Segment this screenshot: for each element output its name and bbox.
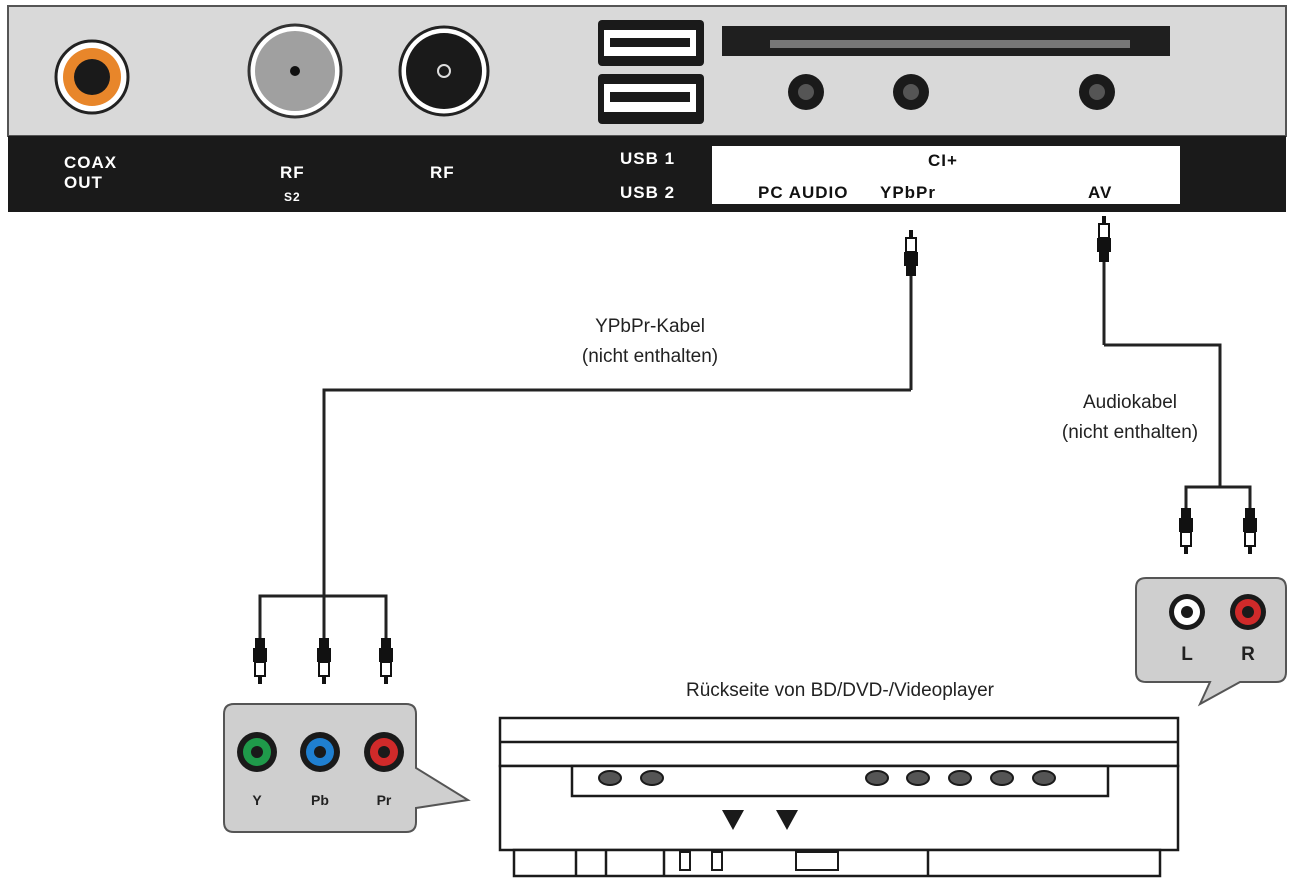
- audio-jack-label-l: L: [1181, 644, 1193, 665]
- rf-s2-label: RF: [280, 163, 305, 182]
- ci-label: CI+: [928, 151, 958, 170]
- rf-s2-jack: [247, 23, 343, 119]
- component-plug-pb: [316, 637, 332, 685]
- component-jack-label-pb: Pb: [311, 792, 329, 808]
- audio-plug-l: [1178, 507, 1194, 555]
- ypbpr-cable-caption: YPbPr-Kabel (nicht enthalten): [540, 312, 760, 372]
- ci-label-box: [712, 146, 1180, 204]
- usb2-port: [598, 74, 704, 124]
- ypbpr-jack: [893, 74, 929, 110]
- ypbpr-cable: [258, 276, 913, 640]
- rf-jack: [398, 25, 490, 117]
- rf-s2-sublabel: S2: [284, 190, 301, 204]
- ypbpr-cable-caption-line2: (nicht enthalten): [581, 346, 719, 367]
- ypbpr-label: YPbPr: [880, 183, 937, 202]
- player-arrows: [722, 810, 798, 830]
- audio-cable-caption-line2: (nicht enthalten): [1061, 422, 1199, 443]
- audio-cable-plug-top: [1096, 215, 1112, 263]
- ypbpr-cable-caption-line1: YPbPr-Kabel: [595, 316, 705, 337]
- coax-label-line1: COAX: [64, 153, 118, 172]
- component-plug-pr: [378, 637, 394, 685]
- component-jack-y: [237, 732, 277, 772]
- audio-jack-l: [1169, 594, 1205, 630]
- component-jack-label-pr: Pr: [376, 792, 392, 808]
- audio-jack-label-r: R: [1241, 644, 1255, 665]
- usb2-label: USB 2: [620, 183, 676, 202]
- usb1-port: [598, 20, 704, 66]
- coax-out-jack: [54, 39, 130, 115]
- ypbpr-cable-plug-top: [903, 229, 919, 277]
- audio-jack-r: [1230, 594, 1266, 630]
- component-jack-pb: [300, 732, 340, 772]
- audio-jack-panel: [1135, 577, 1287, 707]
- audio-cable-caption: Audiokabel (nicht enthalten): [1030, 388, 1230, 448]
- audio-cable: [1102, 262, 1252, 510]
- usb1-label: USB 1: [620, 149, 676, 168]
- player-back: [498, 716, 1180, 878]
- player-feet: [679, 851, 839, 871]
- component-plug-y: [252, 637, 268, 685]
- av-label: AV: [1088, 183, 1113, 202]
- player-caption: Rückseite von BD/DVD-/Videoplayer: [685, 680, 994, 701]
- audio-cable-caption-line1: Audiokabel: [1082, 392, 1178, 413]
- player-ports: [598, 770, 1056, 786]
- component-jack-label-y: Y: [252, 792, 262, 808]
- pc-audio-jack: [788, 74, 824, 110]
- audio-plug-r: [1242, 507, 1258, 555]
- pc-audio-label: PC AUDIO: [758, 183, 849, 202]
- ci-slot: [722, 26, 1170, 56]
- rf-label: RF: [430, 163, 455, 182]
- component-jack-pr: [364, 732, 404, 772]
- coax-label-line2: OUT: [64, 173, 103, 192]
- av-jack: [1079, 74, 1115, 110]
- component-jack-panel: [223, 703, 471, 833]
